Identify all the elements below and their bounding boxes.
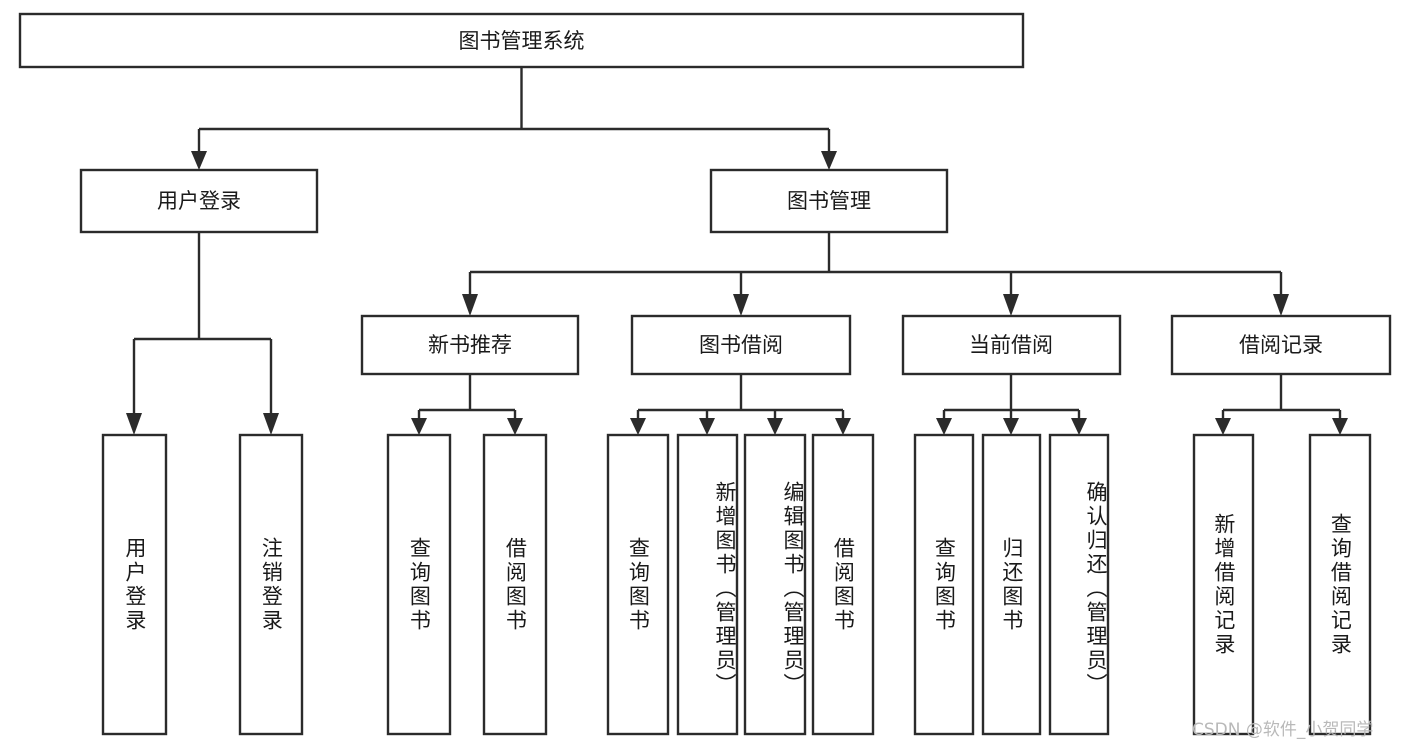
leaf-user-login-box[interactable] bbox=[101, 433, 168, 736]
node-root[interactable]: 图书管理系统 bbox=[18, 12, 1025, 69]
arrowhead-icon bbox=[1273, 294, 1289, 316]
node-user-login-box[interactable] bbox=[79, 168, 319, 234]
node-book-manage[interactable]: 图书管理 bbox=[709, 168, 949, 234]
node-root-box[interactable] bbox=[18, 12, 1025, 69]
arrowhead-icon bbox=[699, 418, 715, 435]
node-user-login-label: 用户登录 bbox=[157, 189, 241, 213]
node-new-book-recommend-box[interactable] bbox=[360, 314, 580, 376]
node-borrow-record-label: 借阅记录 bbox=[1239, 333, 1323, 357]
leaf-edit-book-admin-box[interactable] bbox=[743, 433, 807, 736]
leaf-boxes bbox=[101, 433, 1372, 736]
connector-group-book-borrow-to-leaves bbox=[630, 374, 851, 435]
arrowhead-icon bbox=[630, 418, 646, 435]
leaf-add-borrow-record-box[interactable] bbox=[1192, 433, 1255, 736]
leaf-logout-login-box[interactable] bbox=[238, 433, 304, 736]
connector-group-borrow-record-to-leaves bbox=[1215, 374, 1348, 435]
leaf-add-book-admin-box[interactable] bbox=[676, 433, 739, 736]
node-user-login[interactable]: 用户登录 bbox=[79, 168, 319, 234]
node-book-borrow-label: 图书借阅 bbox=[699, 333, 783, 357]
node-book-borrow-box[interactable] bbox=[630, 314, 852, 376]
node-book-manage-label: 图书管理 bbox=[787, 189, 871, 213]
node-current-borrow-box[interactable] bbox=[901, 314, 1122, 376]
arrowhead-icon bbox=[821, 151, 837, 170]
connector-group-book-manage-to-level3 bbox=[462, 232, 1289, 316]
node-book-borrow[interactable]: 图书借阅 bbox=[630, 314, 852, 376]
node-root-label: 图书管理系统 bbox=[459, 29, 585, 53]
arrowhead-icon bbox=[1332, 418, 1348, 435]
node-book-manage-box[interactable] bbox=[709, 168, 949, 234]
node-current-borrow[interactable]: 当前借阅 bbox=[901, 314, 1122, 376]
connector-group-root-to-level2 bbox=[191, 67, 837, 170]
csdn-watermark: CSDN @软件_小贺同学 bbox=[1192, 720, 1374, 740]
leaf-borrow-book-recommend-box[interactable] bbox=[482, 433, 548, 736]
arrowhead-icon bbox=[767, 418, 783, 435]
leaf-confirm-return-admin-box[interactable] bbox=[1048, 433, 1110, 736]
arrowhead-icon bbox=[191, 151, 207, 170]
arrowhead-icon bbox=[1003, 418, 1019, 435]
leaf-query-borrow-record-box[interactable] bbox=[1308, 433, 1372, 736]
connector-group-new-book-recommend-to-leaves bbox=[411, 374, 523, 435]
node-borrow-record-box[interactable] bbox=[1170, 314, 1392, 376]
arrowhead-icon bbox=[1215, 418, 1231, 435]
arrowhead-icon bbox=[733, 294, 749, 316]
arrowhead-icon bbox=[263, 413, 279, 435]
leaf-query-book-current-box[interactable] bbox=[913, 433, 975, 736]
connector-group-user-login-to-leaves bbox=[126, 232, 279, 435]
leaf-query-book-recommend-box[interactable] bbox=[386, 433, 452, 736]
arrowhead-icon bbox=[936, 418, 952, 435]
arrowhead-icon bbox=[1071, 418, 1087, 435]
arrowhead-icon bbox=[1003, 294, 1019, 316]
node-current-borrow-label: 当前借阅 bbox=[969, 333, 1053, 357]
connector-group-current-borrow-to-leaves bbox=[936, 374, 1087, 435]
leaf-query-book-borrow-box[interactable] bbox=[606, 433, 670, 736]
arrowhead-icon bbox=[126, 413, 142, 435]
leaf-return-book-box[interactable] bbox=[981, 433, 1042, 736]
node-new-book-recommend-label: 新书推荐 bbox=[428, 333, 512, 357]
arrowhead-icon bbox=[411, 418, 427, 435]
arrowhead-icon bbox=[462, 294, 478, 316]
arrowhead-icon bbox=[835, 418, 851, 435]
arrowhead-icon bbox=[507, 418, 523, 435]
leaf-borrow-book-box[interactable] bbox=[811, 433, 875, 736]
node-borrow-record[interactable]: 借阅记录 bbox=[1170, 314, 1392, 376]
node-new-book-recommend[interactable]: 新书推荐 bbox=[360, 314, 580, 376]
